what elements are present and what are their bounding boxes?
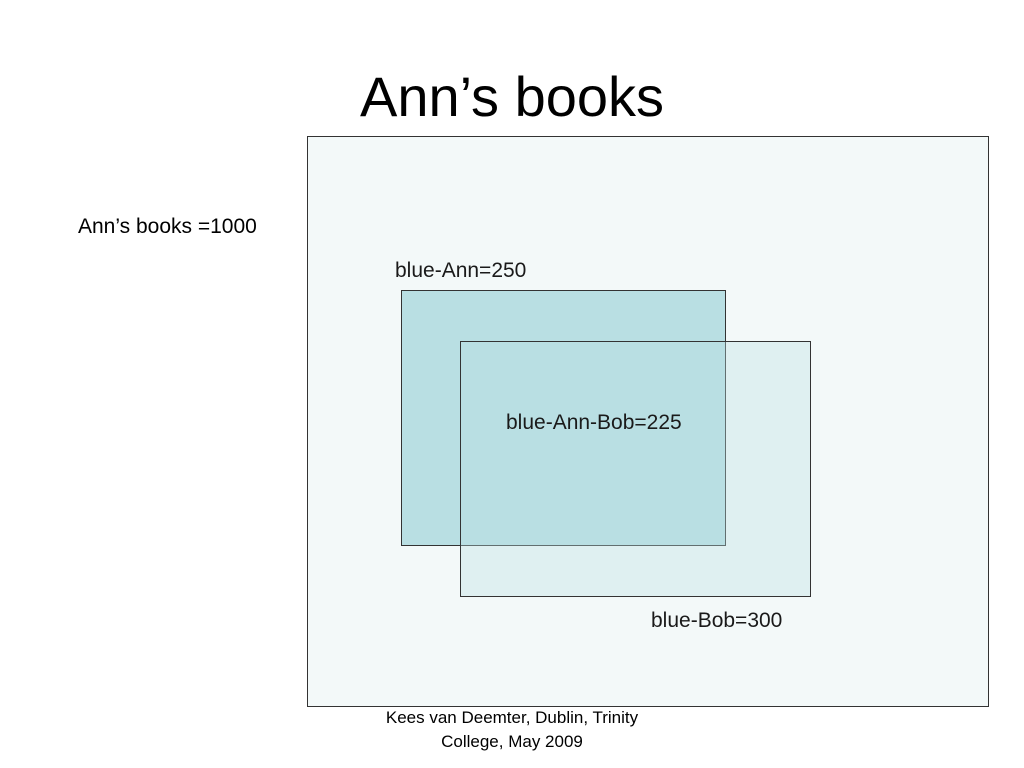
intersection-label: blue-Ann-Bob=225 bbox=[506, 411, 682, 434]
footer-line-1: Kees van Deemter, Dublin, Trinity bbox=[385, 708, 639, 727]
slide-title: Ann’s books bbox=[359, 65, 665, 128]
set-b-label: blue-Bob=300 bbox=[651, 609, 783, 632]
set-a-label: blue-Ann=250 bbox=[395, 259, 527, 282]
set-box-blue-bob bbox=[460, 341, 811, 597]
footer-credit: Kees van Deemter, Dublin, Trinity Colleg… bbox=[352, 706, 672, 754]
footer-line-2: College, May 2009 bbox=[441, 732, 583, 751]
universe-label: Ann’s books =1000 bbox=[78, 215, 257, 238]
set-box-blue-ann bbox=[401, 290, 726, 546]
